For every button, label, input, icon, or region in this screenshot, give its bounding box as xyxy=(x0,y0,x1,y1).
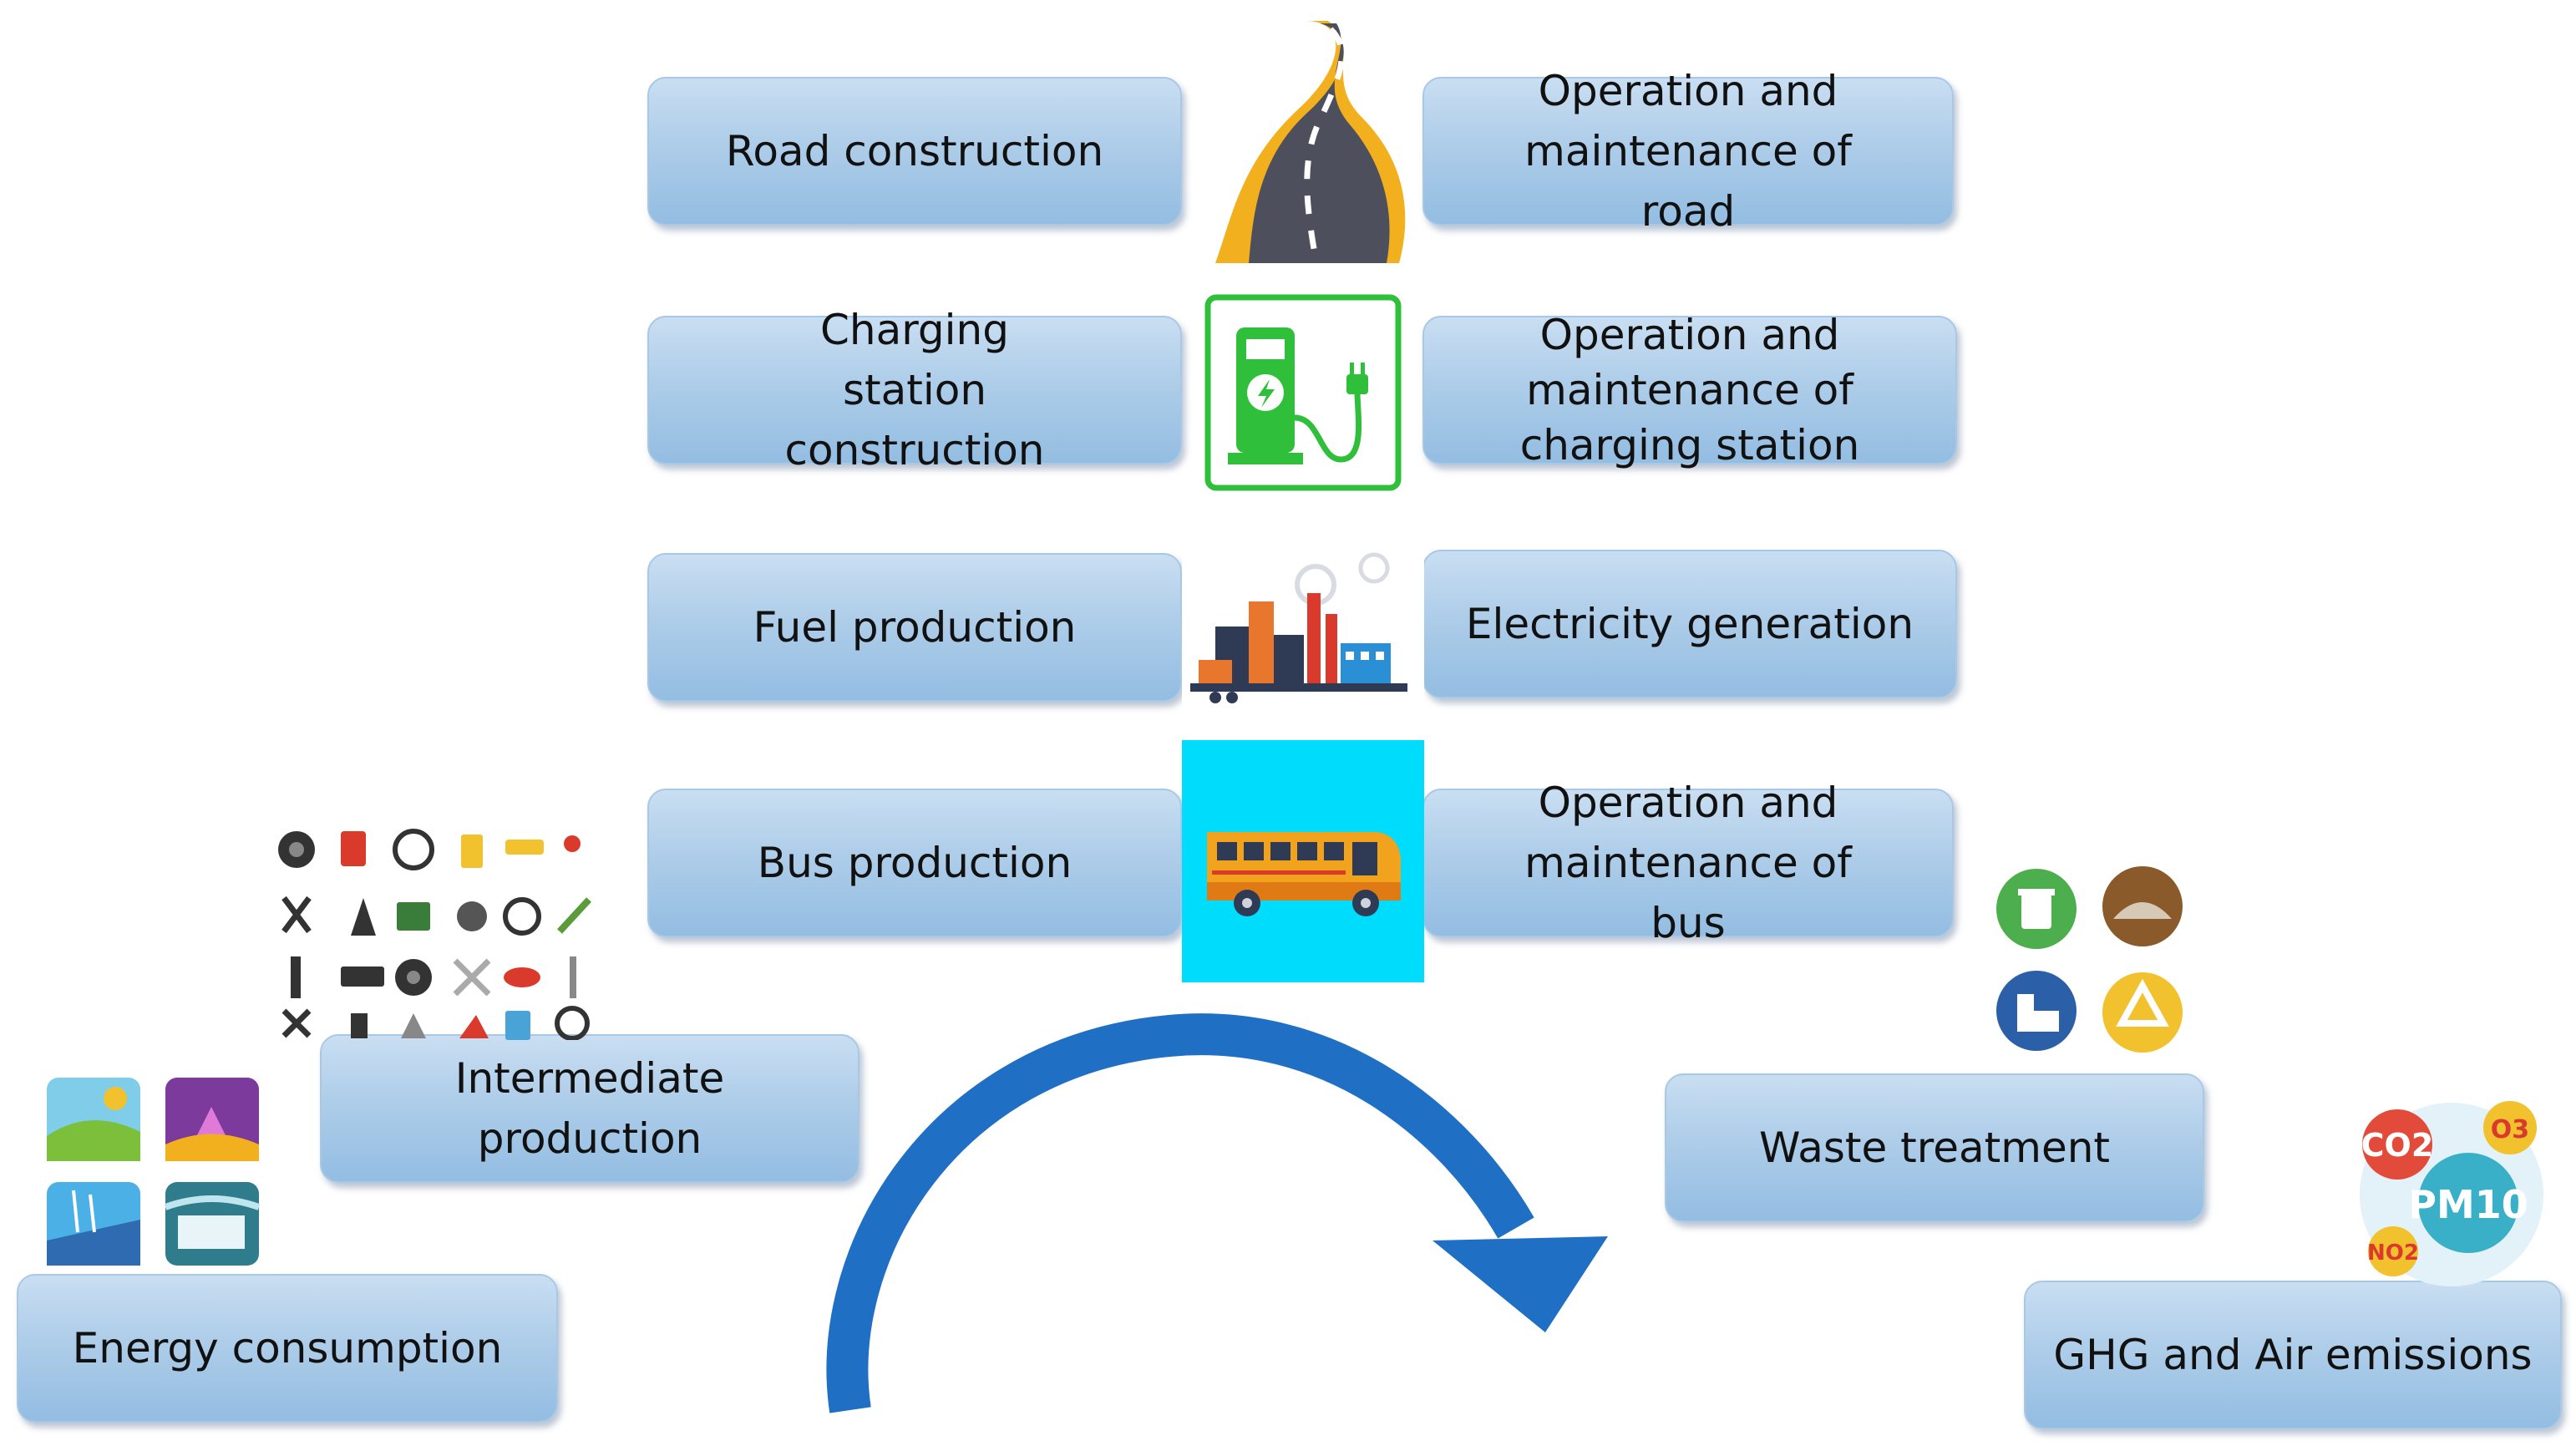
energy-consumption-label: Energy consumption xyxy=(72,1324,503,1372)
vehicle-parts-icons xyxy=(278,829,591,1040)
road-construction-box: Road construction xyxy=(647,77,1182,226)
charging-om-label: Operation and maintenance of charging st… xyxy=(1519,311,1860,469)
bus-om-label: Operation and maintenance of bus xyxy=(1524,779,1852,947)
no2-label: NO2 xyxy=(2367,1241,2419,1266)
pm10-label: PM10 xyxy=(2408,1182,2528,1227)
charging-construction-label: Charging station construction xyxy=(784,306,1045,474)
flow-arrow xyxy=(826,1013,1608,1413)
waste-treatment-label: Waste treatment xyxy=(1758,1124,2111,1172)
intermediate-production-label: Intermediate production xyxy=(454,1054,725,1163)
bus-om-box: Operation and maintenance of bus xyxy=(1422,779,1954,947)
electricity-generation-label: Electricity generation xyxy=(1465,600,1914,648)
bus-icon xyxy=(1182,740,1424,982)
road-om-box: Operation and maintenance of road xyxy=(1422,67,1954,236)
road-om-label: Operation and maintenance of road xyxy=(1524,67,1852,236)
charging-station-icon xyxy=(1204,294,1402,491)
factory-icon xyxy=(1182,535,1424,710)
bus-production-box: Bus production xyxy=(647,789,1182,937)
waste-treatment-box: Waste treatment xyxy=(1665,1073,2204,1222)
o3-label: O3 xyxy=(2491,1115,2529,1144)
road-icon xyxy=(1215,21,1406,263)
air-emissions-icon: CO2 O3 PM10 NO2 xyxy=(2360,1101,2543,1286)
bus-production-label: Bus production xyxy=(757,839,1072,887)
energy-sources-icons xyxy=(32,1073,276,1274)
co2-label: CO2 xyxy=(2361,1127,2434,1164)
fuel-production-box: Fuel production xyxy=(647,553,1182,702)
emissions-label: GHG and Air emissions xyxy=(2053,1331,2533,1379)
road-construction-label: Road construction xyxy=(725,127,1104,175)
emissions-box: GHG and Air emissions xyxy=(2024,1281,2562,1429)
fuel-production-label: Fuel production xyxy=(753,603,1077,652)
electricity-generation-box: Electricity generation xyxy=(1422,550,1957,698)
intermediate-production-box: Intermediate production xyxy=(320,1034,860,1183)
charging-construction-box: Charging station construction xyxy=(647,306,1182,474)
charging-om-box: Operation and maintenance of charging st… xyxy=(1422,311,1957,469)
waste-icons xyxy=(1996,866,2183,1053)
energy-consumption-box: Energy consumption xyxy=(17,1274,558,1423)
